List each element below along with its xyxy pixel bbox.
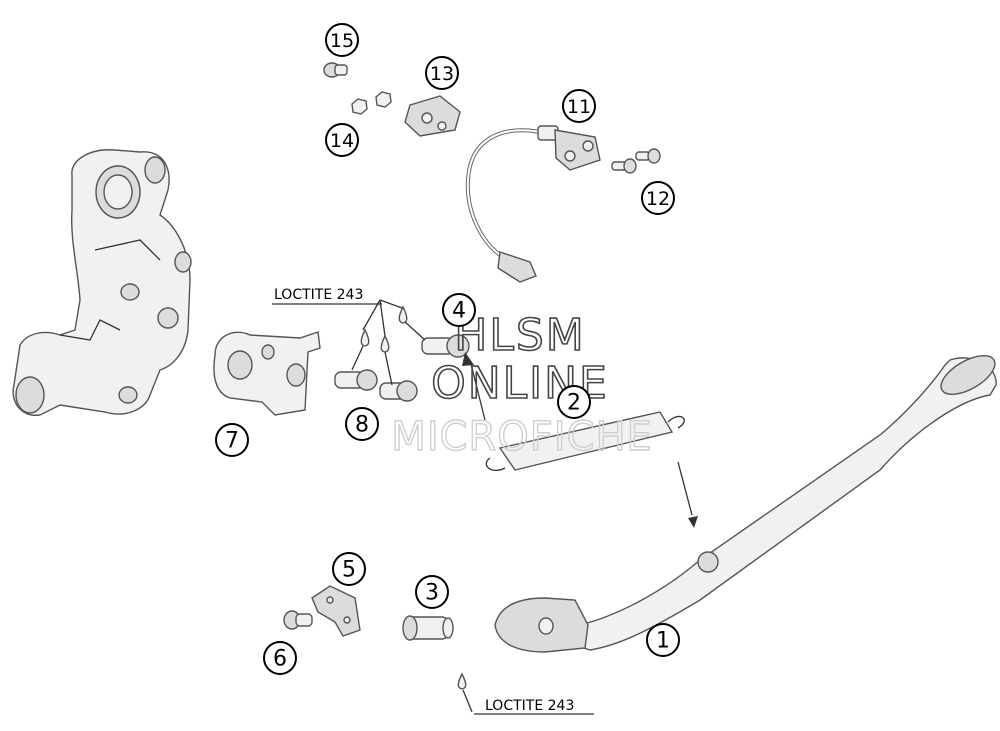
side-stand-switch-13 [404, 95, 461, 137]
spring-2 [462, 352, 685, 472]
loctite-drops-top [351, 299, 426, 386]
callout-8-label: 8 [355, 413, 369, 438]
frame-bracket [12, 149, 192, 416]
bushing-3 [402, 615, 454, 641]
callout-2-label: 2 [567, 391, 581, 416]
bolts-group [334, 334, 470, 402]
nuts-14 [351, 91, 392, 115]
callout-7: 7 [215, 423, 249, 457]
callout-1: 1 [646, 623, 680, 657]
loctite-note-bottom: LOCTITE 243 [474, 698, 594, 715]
callout-8: 8 [345, 407, 379, 441]
loctite-label-bottom: LOCTITE 243 [485, 698, 574, 714]
screws-12 [611, 148, 661, 174]
callout-6-label: 6 [273, 647, 287, 672]
callout-3-label: 3 [425, 581, 439, 606]
callout-5: 5 [332, 552, 366, 586]
callout-12: 12 [641, 181, 675, 215]
loctite-note-top: LOCTITE 243 [272, 287, 382, 305]
bracket-5 [311, 585, 361, 637]
bolt-6 [283, 610, 313, 630]
watermark-line-3: MICROFICHE [391, 414, 653, 460]
mounting-plate [213, 331, 321, 416]
callout-11: 11 [562, 89, 596, 123]
callout-3: 3 [415, 575, 449, 609]
screw-15 [323, 62, 348, 78]
callout-2: 2 [557, 385, 591, 419]
callout-13-label: 13 [430, 63, 454, 85]
callout-15-label: 15 [330, 30, 354, 52]
callout-14-label: 14 [330, 130, 354, 152]
callout-1-label: 1 [656, 629, 670, 654]
watermark: HLSM ONLINE MICROFICHE [390, 309, 653, 461]
loctite-label-top: LOCTITE 243 [274, 287, 363, 303]
callout-7-label: 7 [225, 429, 239, 454]
watermark-line-1: HLSM [454, 310, 586, 361]
callout-13: 13 [425, 56, 459, 90]
callout-15: 15 [325, 23, 359, 57]
callout-5-label: 5 [342, 558, 356, 583]
loctite-drop-bottom [457, 672, 473, 713]
callout-12-label: 12 [646, 188, 670, 210]
callout-6: 6 [263, 641, 297, 675]
callout-4-label: 4 [452, 299, 466, 324]
callout-14: 14 [325, 123, 359, 157]
side-stand-1 [494, 355, 997, 653]
callout-4: 4 [442, 293, 476, 327]
sensor-cable-11 [465, 125, 601, 283]
callout-11-label: 11 [567, 96, 591, 118]
